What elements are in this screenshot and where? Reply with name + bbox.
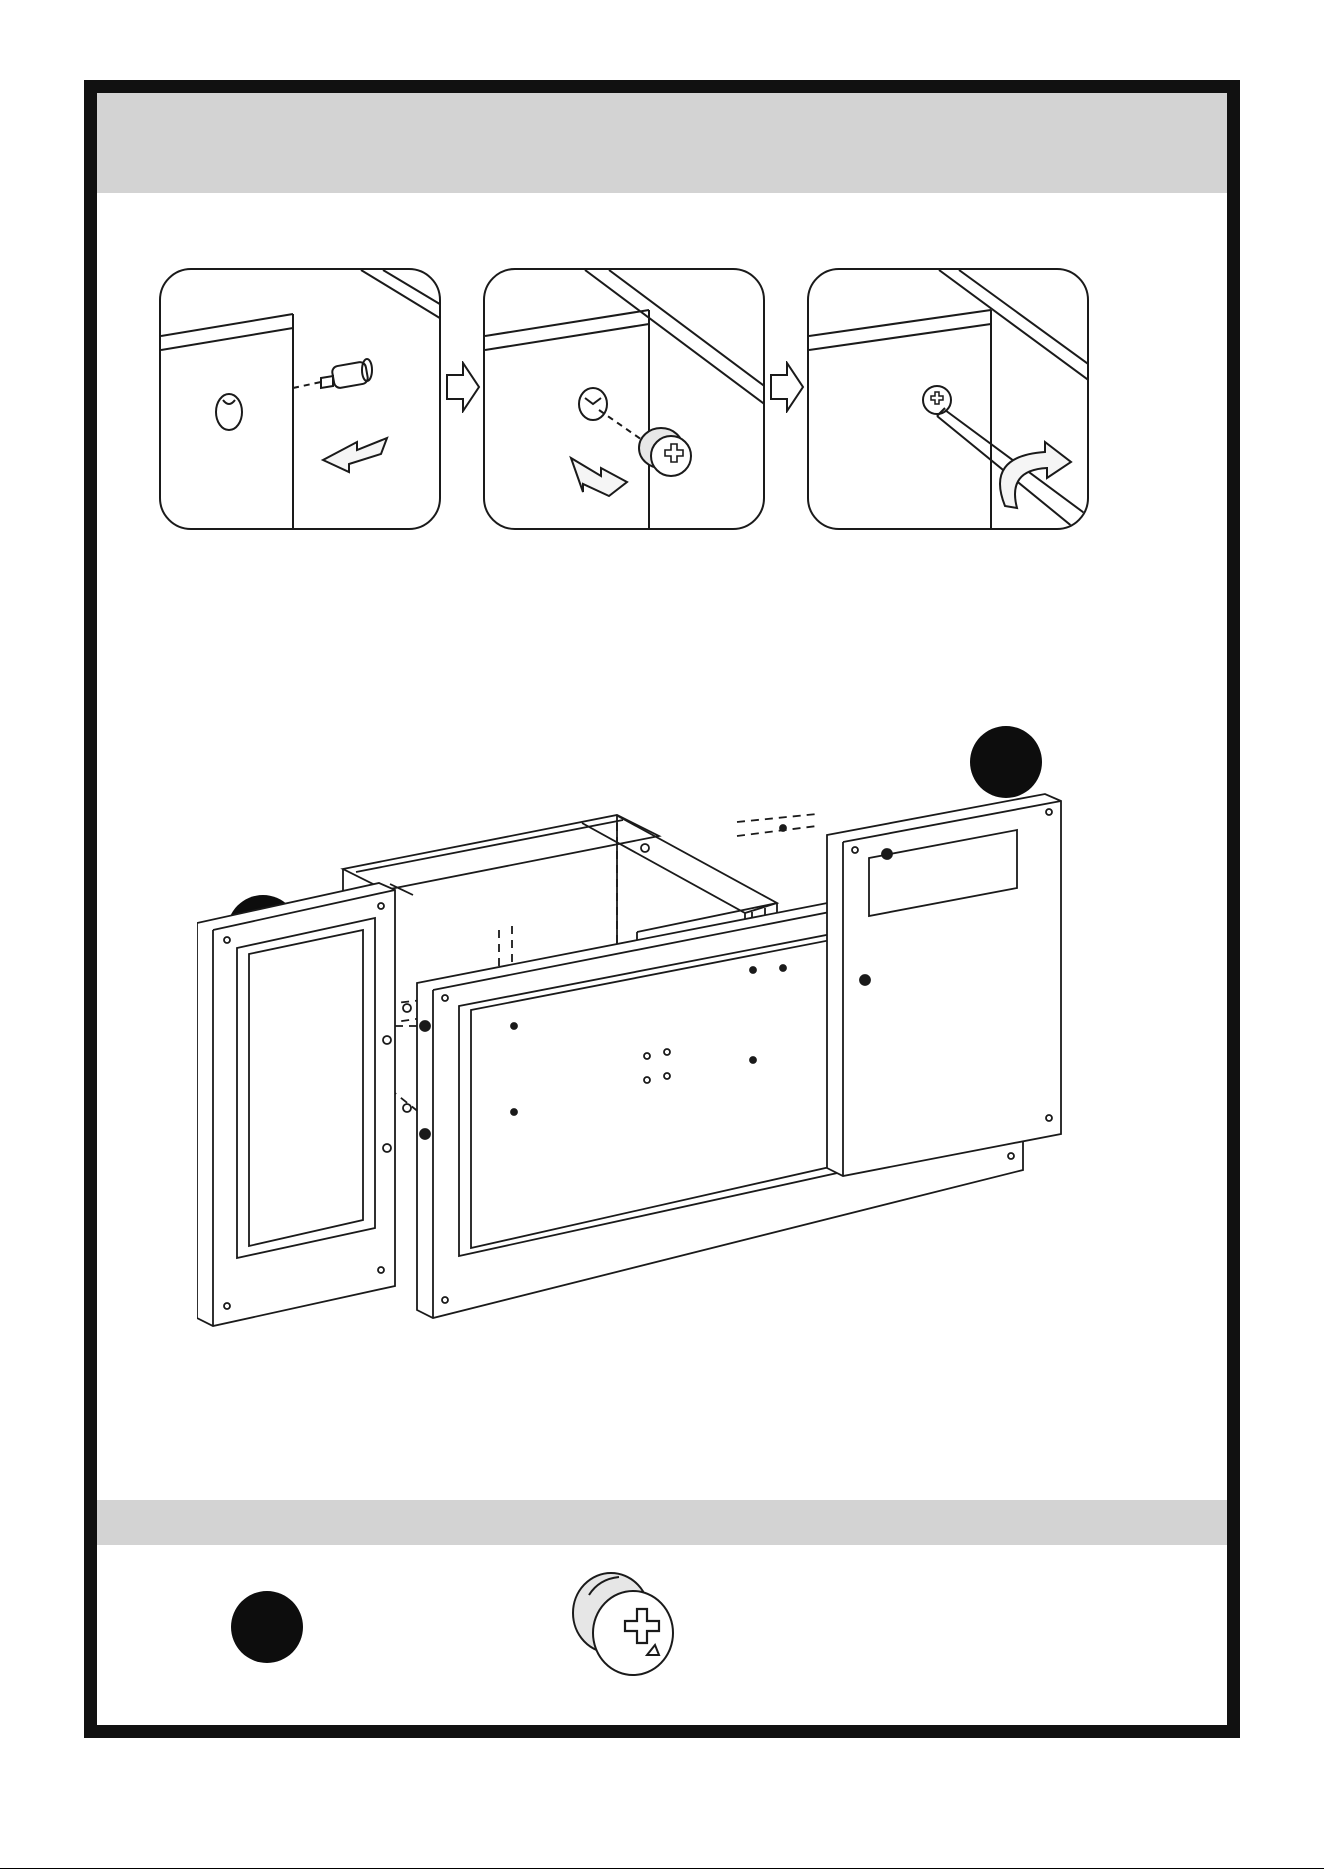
instruction-page-frame xyxy=(84,80,1240,1738)
exploded-assembly-diagram xyxy=(197,708,1197,1408)
cam-lock-icon xyxy=(569,1565,681,1681)
hardware-band xyxy=(97,1500,1227,1545)
flow-arrow-1 xyxy=(445,361,481,418)
cam-lock-insert-illustration xyxy=(485,270,765,530)
cam-bolt-insert-illustration xyxy=(161,270,441,530)
step-panel-1 xyxy=(159,268,441,530)
step-panel-3 xyxy=(807,268,1089,530)
flow-arrow-2 xyxy=(769,361,805,418)
screwdriver-tighten-illustration xyxy=(809,270,1089,530)
step-panel-2 xyxy=(483,268,765,530)
header-band xyxy=(97,93,1227,193)
page-footer-rule xyxy=(0,1868,1324,1869)
hardware-callout-badge xyxy=(231,1591,303,1663)
